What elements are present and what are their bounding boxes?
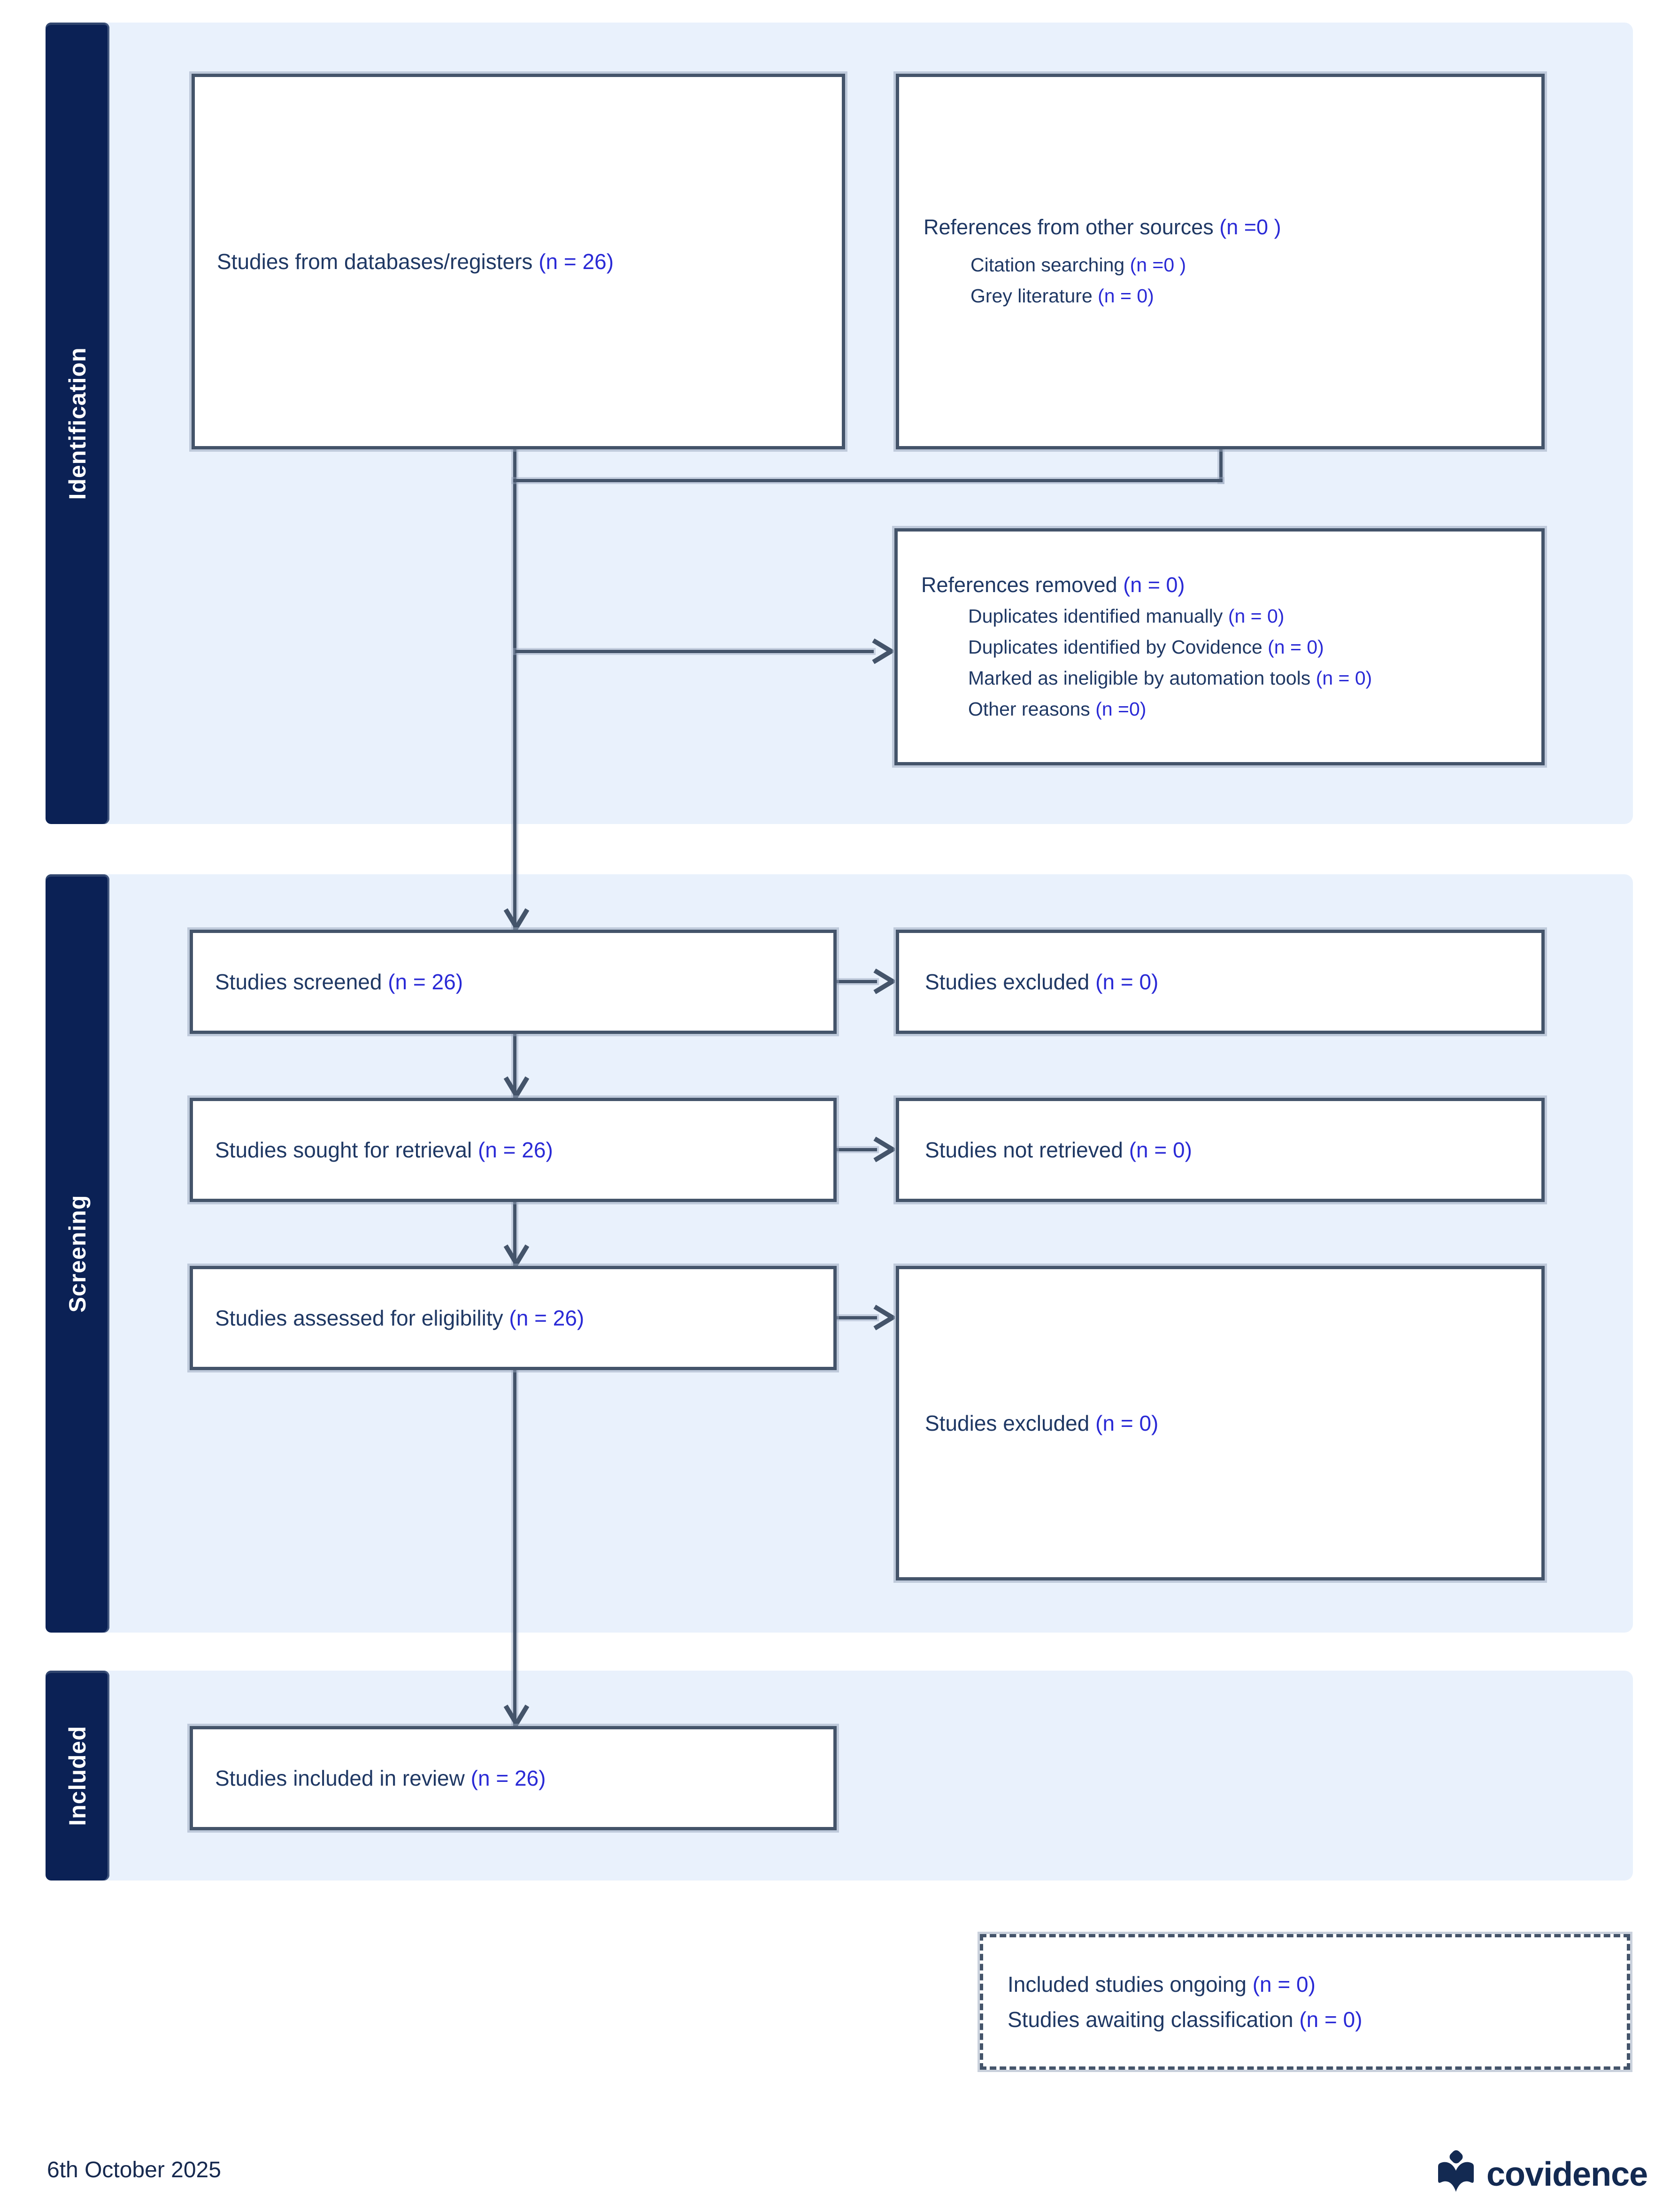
box-studies-assessed: Studies assessed for eligibility (n = 26…	[190, 1266, 837, 1370]
connector-sought-assessed	[513, 1202, 516, 1266]
box-sub-item: Citation searching (n =0 )	[970, 254, 1186, 276]
box-references-removed: References removed (n = 0) Duplicates id…	[894, 528, 1545, 765]
connector-assessed-excluded	[837, 1316, 877, 1319]
sidebar-label-screening: Screening	[64, 1195, 91, 1312]
covidence-book-icon	[1438, 2150, 1474, 2192]
box-studies-not-retrieved: Studies not retrieved (n = 0)	[896, 1098, 1545, 1202]
connector-sought-notretrieved	[837, 1148, 877, 1151]
box-text: Included studies ongoing (n = 0)	[1008, 1972, 1316, 1996]
box-text: Studies from databases/registers (n = 26…	[217, 249, 614, 274]
sidebar-identification: Identification	[46, 23, 109, 824]
arrowhead-right-icon	[873, 1305, 895, 1330]
connector-merge-line	[513, 479, 1223, 482]
connector-assessed-included	[513, 1370, 516, 1726]
box-sub-item: Marked as ineligible by automation tools…	[968, 667, 1372, 689]
arrowhead-right-icon	[873, 1137, 895, 1162]
arrowhead-down-icon	[504, 908, 529, 930]
box-studies-from-databases: Studies from databases/registers (n = 26…	[192, 74, 845, 449]
box-sub-item: Duplicates identified by Covidence (n = …	[968, 636, 1324, 658]
box-text: Studies sought for retrieval (n = 26)	[215, 1138, 553, 1162]
box-text: Studies excluded (n = 0)	[925, 1411, 1159, 1435]
arrowhead-down-icon	[504, 1244, 529, 1266]
sidebar-label-identification: Identification	[64, 347, 91, 500]
box-sub-item: Grey literature (n = 0)	[970, 285, 1154, 307]
box-sub-item: Other reasons (n =0)	[968, 698, 1147, 720]
box-studies-excluded-screening: Studies excluded (n = 0)	[896, 930, 1545, 1034]
connector-branch-references-removed	[515, 650, 874, 653]
connector-stem-databases	[513, 449, 516, 930]
box-text: Studies awaiting classification (n = 0)	[1008, 2007, 1362, 2032]
arrowhead-right-icon	[872, 639, 893, 664]
connector-stem-other-sources	[1219, 449, 1223, 482]
connector-screened-sought	[513, 1034, 516, 1098]
arrowhead-right-icon	[873, 969, 895, 994]
box-text: Studies excluded (n = 0)	[925, 970, 1159, 994]
box-text: Studies screened (n = 26)	[215, 970, 463, 994]
box-references-other-sources: References from other sources (n =0 ) Ci…	[896, 74, 1545, 449]
sidebar-screening: Screening	[46, 874, 109, 1633]
sidebar-label-included: Included	[64, 1725, 91, 1826]
box-sub-item: Duplicates identified manually (n = 0)	[968, 605, 1285, 627]
connector-screened-excluded	[837, 980, 877, 983]
box-text: Studies included in review (n = 26)	[215, 1766, 546, 1790]
box-ongoing-awaiting: Included studies ongoing (n = 0) Studies…	[980, 1934, 1630, 2070]
sidebar-included: Included	[46, 1671, 109, 1881]
box-studies-screened: Studies screened (n = 26)	[190, 930, 837, 1034]
box-text: Studies not retrieved (n = 0)	[925, 1138, 1192, 1162]
covidence-logo: covidence	[1435, 2150, 1648, 2199]
covidence-wordmark: covidence	[1486, 2155, 1648, 2193]
arrowhead-down-icon	[504, 1076, 529, 1098]
box-studies-sought: Studies sought for retrieval (n = 26)	[190, 1098, 837, 1202]
report-date: 6th October 2025	[47, 2158, 221, 2182]
box-studies-included-review: Studies included in review (n = 26)	[190, 1726, 837, 1830]
box-studies-excluded-eligibility: Studies excluded (n = 0)	[896, 1266, 1545, 1580]
box-text: Studies assessed for eligibility (n = 26…	[215, 1306, 585, 1330]
box-title: References removed (n = 0)	[921, 572, 1185, 597]
arrowhead-down-icon	[504, 1704, 529, 1726]
box-title: References from other sources (n =0 )	[924, 215, 1281, 239]
